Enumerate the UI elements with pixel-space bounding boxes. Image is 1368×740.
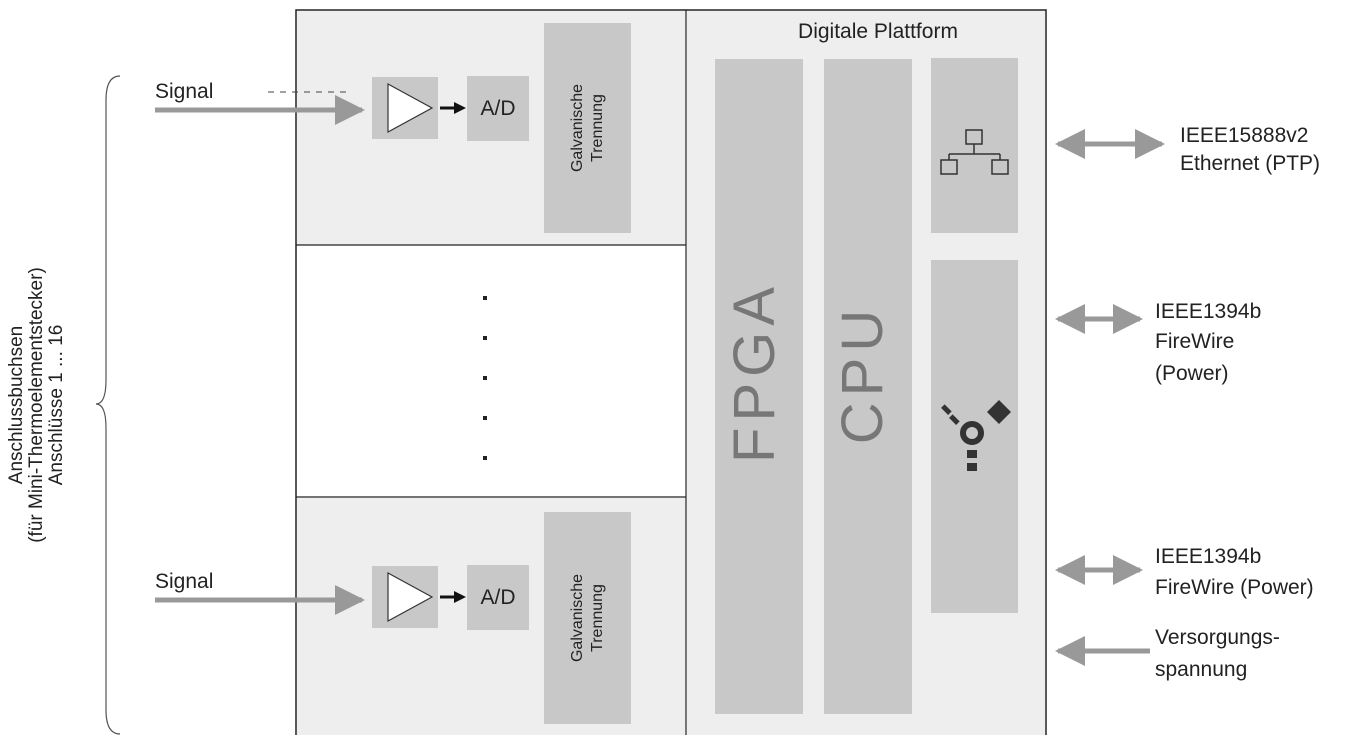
ethernet-label-2: Ethernet (PTP) — [1180, 152, 1320, 175]
firewire1-label-1: IEEE1394b — [1155, 300, 1261, 323]
fpga-label: FPGA — [722, 281, 787, 463]
signal-label-top: Signal — [155, 80, 213, 103]
isolation-label-top-1: Galvanische — [569, 84, 586, 172]
cpu-block — [824, 59, 912, 714]
arrow-head-bottom — [454, 591, 466, 603]
firewire-block — [931, 260, 1018, 613]
firewire1-label-2: FireWire — [1155, 330, 1234, 353]
ad-label-top: A/D — [480, 97, 515, 120]
firewire2-label-1: IEEE1394b — [1155, 545, 1261, 568]
ellipsis-dots — [483, 296, 487, 460]
power-label-1: Versorgungs- — [1155, 626, 1280, 649]
ad-block-bottom — [467, 565, 529, 630]
firewire1-label-3: (Power) — [1155, 362, 1229, 385]
cpu-label: CPU — [830, 304, 895, 444]
network-topology-icon — [940, 129, 1009, 175]
isolation-block-bottom — [544, 512, 631, 724]
fpga-block — [715, 59, 803, 714]
isolation-label-bottom-2: Trennung — [589, 584, 606, 652]
side-label-line2: (für Mini-Thermoelementstecker) — [26, 267, 47, 543]
arrow-head-top — [454, 102, 466, 114]
connector-brace — [95, 75, 121, 735]
power-label-2: spannung — [1155, 658, 1247, 681]
ethernet-label-1: IEEE15888v2 — [1180, 124, 1308, 147]
firewire-icon — [941, 400, 1011, 471]
firewire2-label-2: FireWire (Power) — [1155, 576, 1314, 599]
isolation-label-bottom-1: Galvanische — [569, 574, 586, 662]
isolation-label-top-2: Trennung — [589, 94, 606, 162]
platform-title: Digitale Plattform — [798, 20, 958, 43]
isolation-block-top — [544, 23, 631, 233]
side-label: Anschlussbuchsen (für Mini-Thermoelement… — [6, 267, 67, 543]
amplifier-icon-bottom — [387, 571, 434, 623]
side-label-line3: Anschlüsse 1 ... 16 — [46, 325, 67, 486]
signal-label-bottom: Signal — [155, 570, 213, 593]
amplifier-icon-top — [387, 82, 434, 134]
side-label-line1: Anschlussbuchsen — [6, 326, 27, 484]
ad-block-top — [467, 76, 529, 141]
ad-label-bottom: A/D — [480, 586, 515, 609]
